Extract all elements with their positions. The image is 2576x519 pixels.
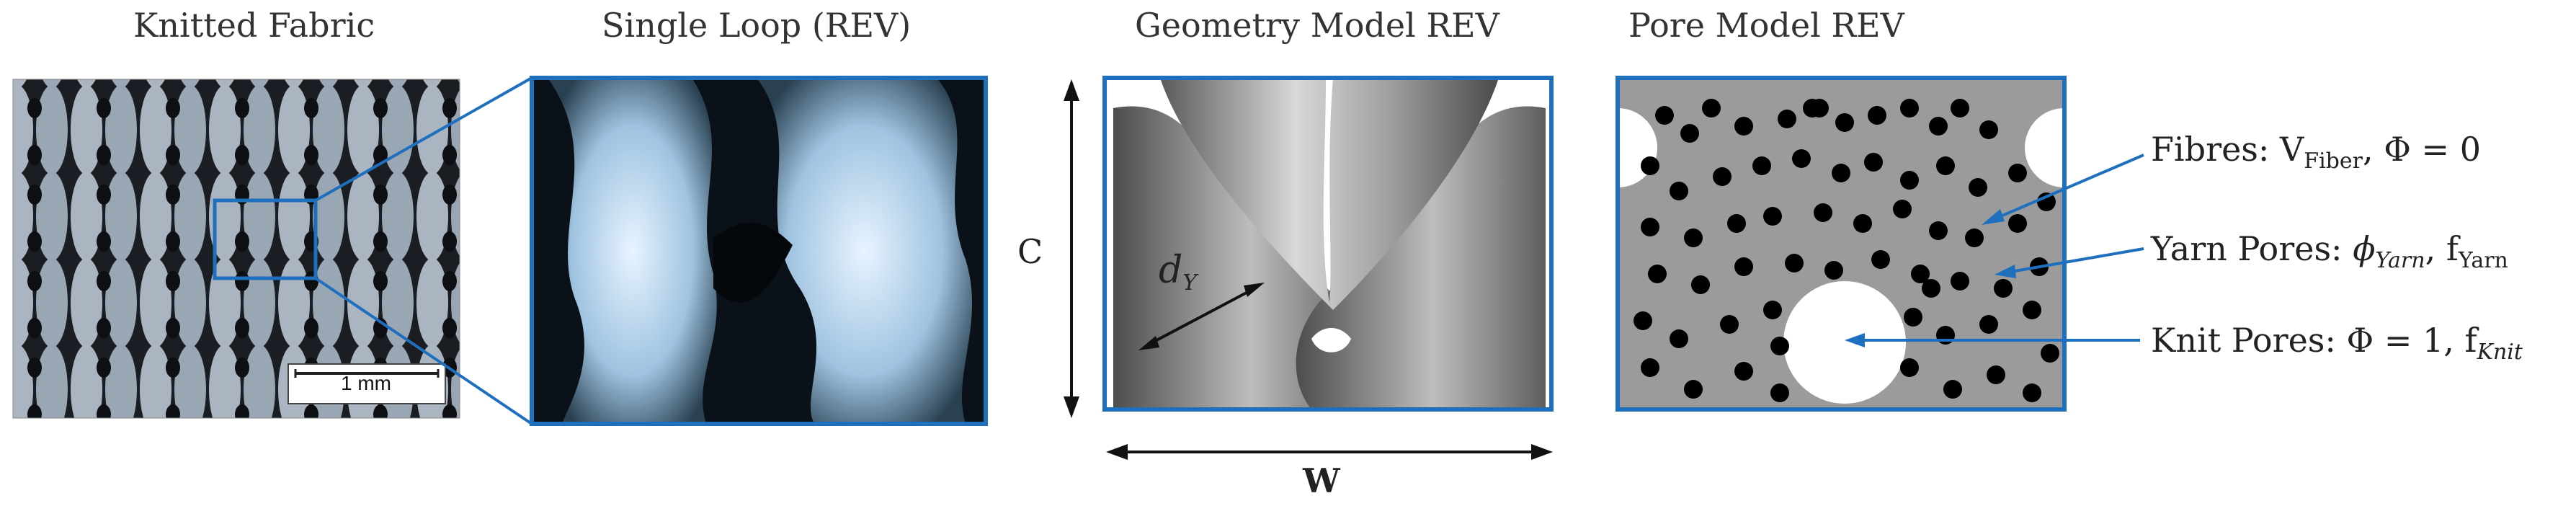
- height-arrow: [1064, 79, 1079, 418]
- fibre-dot: [1713, 167, 1732, 186]
- fibre-dot: [1979, 315, 1998, 334]
- fibre-dot: [2041, 344, 2059, 363]
- fibre-dot: [1929, 221, 1948, 240]
- fibre-dot: [1835, 113, 1854, 132]
- rev-selection-box: [213, 198, 318, 280]
- fibre-dot: [1785, 254, 1804, 272]
- zoom-line-top: [315, 76, 532, 202]
- fibre-dot: [2023, 301, 2041, 319]
- fibre-dot: [1871, 250, 1890, 269]
- fibre-dot: [1702, 99, 1721, 117]
- fibre-dot: [1763, 207, 1782, 226]
- width-label: W: [1303, 461, 1340, 500]
- knitted-fabric-image: [12, 79, 460, 419]
- fibre-dot: [1641, 218, 1659, 236]
- fibre-dot: [1900, 171, 1919, 190]
- fibre-dot: [2023, 383, 2041, 402]
- fibre-dot: [1680, 124, 1699, 143]
- title-pore-model: Pore Model REV: [1628, 6, 1904, 45]
- title-single-loop: Single Loop (REV): [602, 6, 912, 45]
- fibre-dot: [1770, 383, 1789, 402]
- fibre-dot: [1936, 156, 1955, 175]
- fibre-dot: [1814, 203, 1832, 222]
- fibre-dot: [1792, 149, 1811, 168]
- knit-pores-pointer-head: [1845, 333, 1865, 347]
- fibre-dot: [1943, 380, 1962, 399]
- fibre-dot: [1734, 362, 1753, 381]
- geometry-model: [1102, 76, 1554, 412]
- fibre-dot: [1868, 106, 1886, 125]
- fibre-dots: [1634, 99, 2059, 402]
- fibre-dot: [1655, 106, 1674, 125]
- scale-bar: [288, 363, 446, 404]
- fibre-dot: [1979, 120, 1998, 139]
- fibre-dot: [1727, 214, 1746, 233]
- fibre-dot: [1864, 153, 1883, 172]
- width-arrow: [1106, 444, 1553, 460]
- fibre-dot: [1720, 315, 1739, 334]
- legend-knit-pores: Knit Pores: Φ = 1, fKnit: [2151, 321, 2523, 365]
- title-geometry-model: Geometry Model REV: [1135, 6, 1499, 45]
- scale-bar-label: 1 mm: [341, 372, 391, 394]
- fibre-dot: [1904, 308, 1922, 327]
- fibre-dot: [1922, 279, 1940, 298]
- fibre-dot: [1734, 257, 1753, 276]
- fibre-dot: [1641, 358, 1659, 377]
- fibre-dot: [1969, 178, 1987, 197]
- fibre-dot: [1951, 272, 1969, 290]
- title-knitted-fabric: Knitted Fabric: [133, 6, 375, 45]
- fibre-dot: [1911, 265, 1930, 283]
- fibre-dot: [1670, 329, 1688, 348]
- height-label: C: [1017, 232, 1043, 271]
- fibre-dot: [1778, 110, 1796, 128]
- legend-yarn-pores: Yarn Pores: ϕYarn, fYarn: [2151, 229, 2508, 273]
- fibre-dot: [1853, 214, 1872, 233]
- yarn-diameter-label: dY: [1159, 249, 1198, 296]
- fibre-dot: [1691, 275, 1710, 294]
- fibre-dot: [1965, 229, 1984, 247]
- fibre-dot: [1824, 261, 1843, 280]
- fibre-dot: [2008, 214, 2027, 233]
- fibres-pointer: [1992, 154, 2144, 221]
- fibre-dot: [1900, 358, 1919, 377]
- fibre-dot: [1900, 99, 1919, 117]
- yarn-pores-pointer: [2006, 247, 2144, 274]
- fibre-dot: [1648, 265, 1667, 283]
- fibre-dot: [1994, 279, 2013, 298]
- fibre-dot: [1770, 337, 1789, 355]
- fibre-dot: [1929, 117, 1948, 136]
- fibre-dot: [1684, 380, 1703, 399]
- legend-fibres: Fibres: VFiber, Φ = 0: [2151, 130, 2481, 174]
- fibre-dot: [1987, 365, 2005, 384]
- zoom-line-bottom: [314, 277, 533, 425]
- fibre-dot: [1832, 164, 1850, 182]
- yarn-diameter-arrow: [1138, 283, 1265, 350]
- fibre-dot: [1936, 326, 1955, 345]
- fibre-dot: [2008, 164, 2027, 182]
- fibre-dot: [1810, 99, 1829, 117]
- single-loop-image: [530, 76, 988, 426]
- fibre-dot: [1634, 311, 1652, 330]
- fibre-dot: [1641, 156, 1659, 175]
- fibres-pointer-head: [1982, 209, 2005, 225]
- fibre-dot: [1734, 117, 1753, 136]
- yarn-pores-pointer-head: [1995, 265, 2016, 278]
- fibre-dot: [1670, 182, 1688, 200]
- fibre-dot: [1684, 229, 1703, 247]
- fibre-dot: [1763, 301, 1782, 319]
- fibre-dot: [1893, 200, 1912, 218]
- pore-model: [1578, 76, 2104, 412]
- knit-pore: [1783, 281, 1906, 404]
- fibre-dot: [1752, 156, 1771, 175]
- fibre-dot: [1951, 99, 1969, 117]
